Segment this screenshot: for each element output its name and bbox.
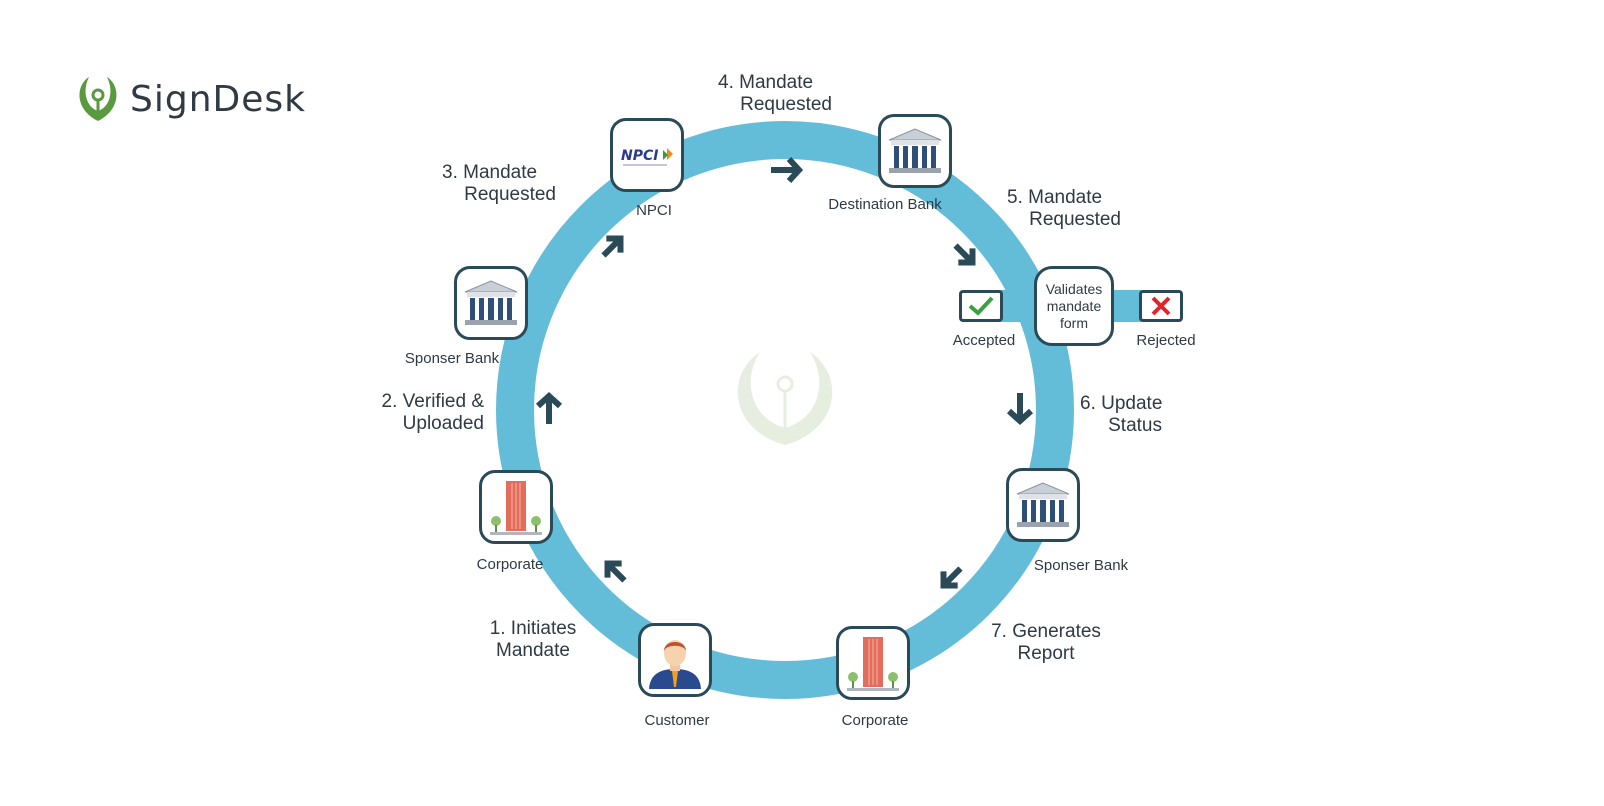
arrow-right-icon: [771, 156, 804, 184]
watermark-pen-icon: [737, 352, 833, 445]
brand-name: SignDesk: [130, 78, 306, 120]
person-icon: [649, 640, 701, 689]
check-icon: [968, 296, 994, 316]
svg-text:NPCI: NPCI: [621, 148, 658, 164]
step-2-label: 2. Verified &Uploaded: [381, 391, 484, 434]
npci-caption: NPCI: [636, 202, 672, 219]
arrow-down-icon: [1006, 393, 1034, 426]
sponser-bank-right-caption: Sponser Bank: [1033, 557, 1129, 574]
arrow-down-right-icon: [953, 243, 976, 266]
customer-node: [638, 623, 712, 697]
validates-mandate-form-node: Validates mandate form: [1034, 266, 1114, 346]
arrow-down-left-icon: [940, 566, 963, 589]
cross-icon: [1151, 296, 1171, 316]
arrow-up-right-icon: [601, 235, 624, 258]
validates-line-2: mandate: [1046, 297, 1102, 314]
corporate-start-node: [479, 470, 553, 544]
npci-logo: NPCI: [621, 148, 673, 166]
bank-icon: [888, 128, 942, 173]
accepted-box: [959, 290, 1003, 322]
sponser-bank-left-caption: Sponser Bank: [404, 350, 500, 367]
building-icon: [490, 481, 542, 535]
sponser-bank-right-node: [1006, 468, 1080, 542]
corporate-start-caption: Corporate: [476, 556, 544, 573]
validates-line-3: form: [1060, 314, 1088, 331]
rejected-connector: [1112, 290, 1142, 322]
corporate-end-node: [836, 626, 910, 700]
destination-bank-node: [878, 114, 952, 188]
validates-line-1: Validates: [1045, 280, 1103, 297]
accepted-caption: Accepted: [952, 332, 1016, 349]
corporate-end-caption: Corporate: [841, 712, 909, 729]
bank-icon: [1016, 482, 1070, 527]
rejected-box: [1139, 290, 1183, 322]
customer-caption: Customer: [644, 712, 710, 729]
building-icon: [847, 637, 899, 691]
arrow-up-left-icon: [604, 560, 627, 583]
sponser-bank-left-node: [454, 266, 528, 340]
arrow-up-icon: [535, 391, 563, 424]
signdesk-pen-icon: [79, 77, 117, 121]
bank-icon: [464, 280, 518, 325]
destination-bank-caption: Destination Bank: [828, 196, 942, 213]
signdesk-logo: SignDesk: [72, 72, 306, 126]
rejected-caption: Rejected: [1136, 332, 1196, 349]
process-ring: [496, 121, 1074, 699]
npci-node: NPCI: [610, 118, 684, 192]
